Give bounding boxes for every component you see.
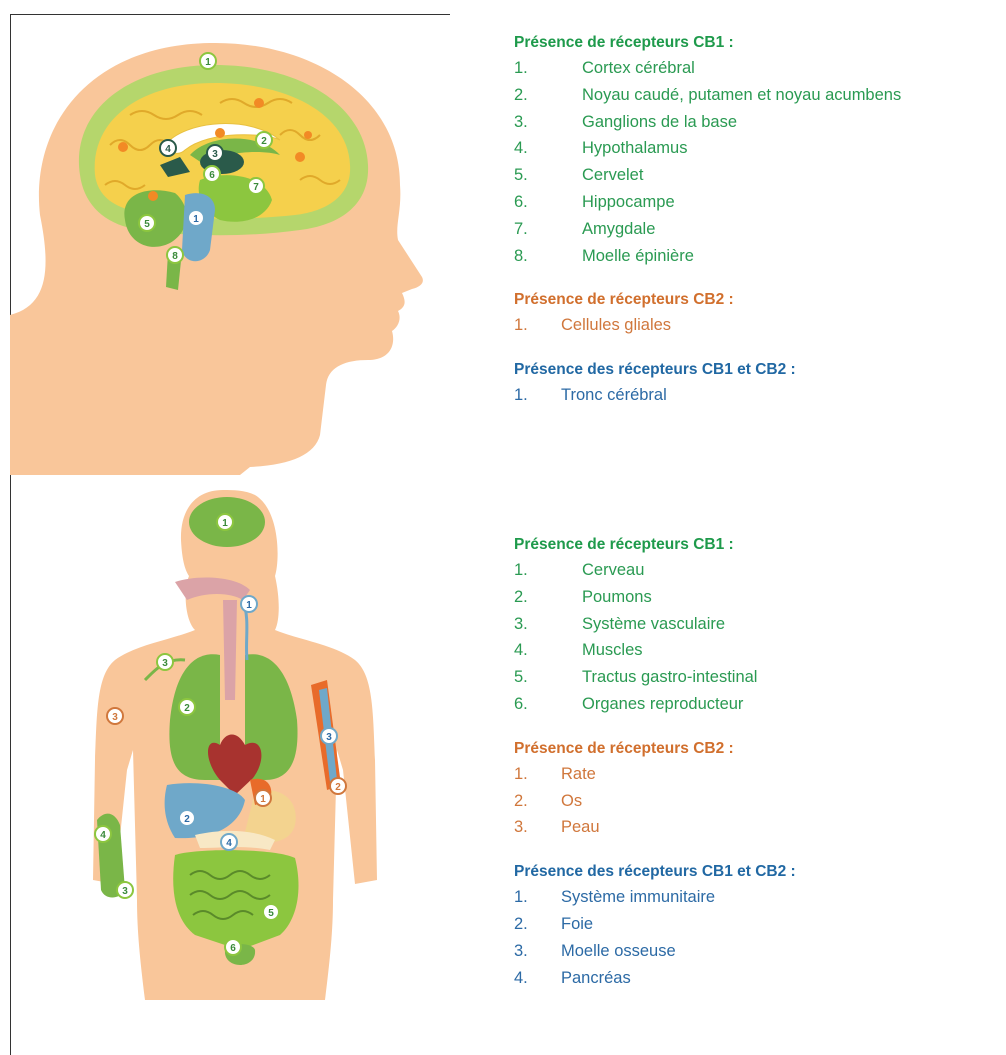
body-cb2-list: 1.Rate 2.Os 3.Peau xyxy=(514,761,1002,841)
marker: 3 xyxy=(321,728,337,744)
brain-both-heading: Présence des récepteurs CB1 et CB2 : xyxy=(514,361,1002,379)
brain-both-list: 1.Tronc cérébral xyxy=(514,382,1002,409)
marker: 3 xyxy=(117,882,133,898)
svg-text:3: 3 xyxy=(162,658,168,669)
list-item: 3.Ganglions de la base xyxy=(514,109,1002,136)
list-item: 5.Tractus gastro-intestinal xyxy=(514,664,1002,691)
svg-text:1: 1 xyxy=(260,794,266,805)
list-item: 3.Moelle osseuse xyxy=(514,938,1002,965)
marker: 3 xyxy=(157,654,173,670)
list-item: 4.Pancréas xyxy=(514,965,1002,992)
list-item: 2.Noyau caudé, putamen et noyau acumbens xyxy=(514,82,1002,109)
marker: 5 xyxy=(263,904,279,920)
marker: 2 xyxy=(256,132,272,148)
svg-text:5: 5 xyxy=(268,908,274,919)
list-item: 1.Cortex cérébral xyxy=(514,55,1002,82)
brain-cb1-group: Présence de récepteurs CB1 : 1.Cortex cé… xyxy=(514,34,1002,269)
body-both-list: 1.Système immunitaire 2.Foie 3.Moelle os… xyxy=(514,884,1002,991)
brain-cb2-list: 1.Cellules gliales xyxy=(514,312,1002,339)
brain-legend: Présence de récepteurs CB1 : 1.Cortex cé… xyxy=(514,34,1002,431)
list-item: 1.Cellules gliales xyxy=(514,312,1002,339)
svg-text:2: 2 xyxy=(184,814,190,825)
svg-text:7: 7 xyxy=(253,182,259,193)
body-both-heading: Présence des récepteurs CB1 et CB2 : xyxy=(514,863,1002,881)
marker: 3 xyxy=(207,145,223,161)
head-brain-illustration: 1 2 3 4 5 6 7 8 1 xyxy=(10,15,450,475)
svg-text:2: 2 xyxy=(261,136,267,147)
body-organs-illustration: 1 1 3 2 3 2 1 2 4 4 3 5 6 3 xyxy=(75,480,395,1050)
list-item: 3.Peau xyxy=(514,814,1002,841)
body-cb1-list: 1.Cerveau 2.Poumons 3.Système vasculaire… xyxy=(514,557,1002,718)
svg-text:1: 1 xyxy=(205,57,211,68)
list-item: 8.Moelle épinière xyxy=(514,243,1002,270)
body-cb1-heading: Présence de récepteurs CB1 : xyxy=(514,536,1002,554)
marker: 3 xyxy=(107,708,123,724)
svg-text:1: 1 xyxy=(193,214,199,225)
marker: 2 xyxy=(179,810,195,826)
marker: 2 xyxy=(179,699,195,715)
svg-text:3: 3 xyxy=(326,732,332,743)
svg-text:8: 8 xyxy=(172,251,178,262)
marker: 4 xyxy=(221,834,237,850)
svg-text:5: 5 xyxy=(144,219,150,230)
list-item: 2.Os xyxy=(514,788,1002,815)
svg-text:2: 2 xyxy=(184,703,190,714)
list-item: 3.Système vasculaire xyxy=(514,611,1002,638)
brain-cb1-list: 1.Cortex cérébral 2.Noyau caudé, putamen… xyxy=(514,55,1002,269)
list-item: 1.Rate xyxy=(514,761,1002,788)
brain-cb1-heading: Présence de récepteurs CB1 : xyxy=(514,34,1002,52)
list-item: 2.Poumons xyxy=(514,584,1002,611)
marker: 4 xyxy=(160,140,176,156)
svg-text:6: 6 xyxy=(230,943,236,954)
brain-both-group: Présence des récepteurs CB1 et CB2 : 1.T… xyxy=(514,361,1002,409)
svg-text:6: 6 xyxy=(209,170,215,181)
body-legend: Présence de récepteurs CB1 : 1.Cerveau 2… xyxy=(514,536,1002,1013)
body-cb2-heading: Présence de récepteurs CB2 : xyxy=(514,740,1002,758)
marker: 5 xyxy=(139,215,155,231)
list-item: 2.Foie xyxy=(514,911,1002,938)
list-item: 6.Organes reproducteur xyxy=(514,691,1002,718)
body-cb1-group: Présence de récepteurs CB1 : 1.Cerveau 2… xyxy=(514,536,1002,718)
svg-text:3: 3 xyxy=(112,712,118,723)
list-item: 6.Hippocampe xyxy=(514,189,1002,216)
marker: 1 xyxy=(188,210,204,226)
list-item: 4.Hypothalamus xyxy=(514,135,1002,162)
svg-text:3: 3 xyxy=(212,149,218,160)
marker: 1 xyxy=(255,790,271,806)
list-item: 1.Cerveau xyxy=(514,557,1002,584)
svg-text:1: 1 xyxy=(246,600,252,611)
marker: 6 xyxy=(225,939,241,955)
svg-text:1: 1 xyxy=(222,518,228,529)
svg-text:4: 4 xyxy=(165,144,171,155)
svg-text:3: 3 xyxy=(122,886,128,897)
marker: 4 xyxy=(95,826,111,842)
marker: 7 xyxy=(248,178,264,194)
marker: 6 xyxy=(204,166,220,182)
list-item: 7.Amygdale xyxy=(514,216,1002,243)
list-item: 1.Système immunitaire xyxy=(514,884,1002,911)
body-both-group: Présence des récepteurs CB1 et CB2 : 1.S… xyxy=(514,863,1002,991)
brain-cb2-group: Présence de récepteurs CB2 : 1.Cellules … xyxy=(514,291,1002,339)
marker: 2 xyxy=(330,778,346,794)
list-item: 4.Muscles xyxy=(514,637,1002,664)
marker: 1 xyxy=(200,53,216,69)
body-cb2-group: Présence de récepteurs CB2 : 1.Rate 2.Os… xyxy=(514,740,1002,841)
svg-text:4: 4 xyxy=(226,838,232,849)
marker: 1 xyxy=(241,596,257,612)
svg-text:4: 4 xyxy=(100,830,106,841)
svg-text:2: 2 xyxy=(335,782,341,793)
marker: 8 xyxy=(167,247,183,263)
marker: 1 xyxy=(217,514,233,530)
list-item: 5.Cervelet xyxy=(514,162,1002,189)
brain-cb2-heading: Présence de récepteurs CB2 : xyxy=(514,291,1002,309)
list-item: 1.Tronc cérébral xyxy=(514,382,1002,409)
